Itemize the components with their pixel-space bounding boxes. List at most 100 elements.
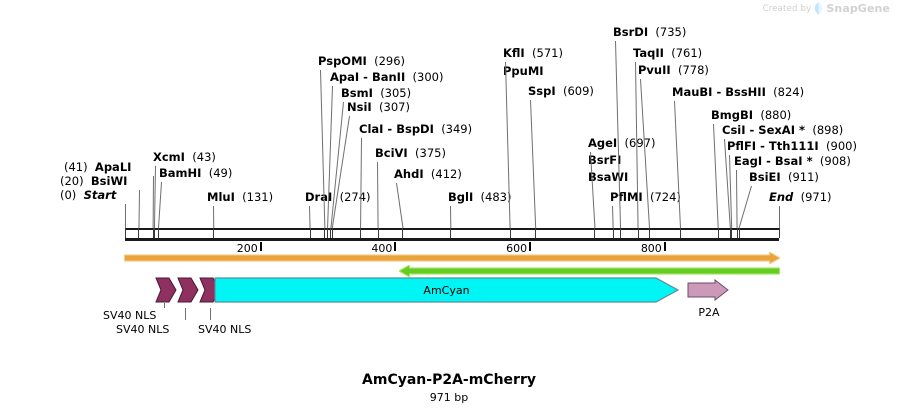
enzyme-label-taqii[interactable]: TaqII (761) xyxy=(633,47,702,59)
enzyme-position: (296) xyxy=(374,54,406,68)
enzyme-name: BciVI xyxy=(375,146,408,160)
cut-site-tick-csii xyxy=(729,228,731,238)
enzyme-name: TaqII xyxy=(633,46,664,60)
enzyme-label-mlui[interactable]: MluI (131) xyxy=(207,191,273,203)
enzyme-name: BmgBI xyxy=(711,108,754,122)
enzyme-name: BglI xyxy=(448,190,474,204)
enzyme-partner-name: SexAI xyxy=(758,123,795,137)
enzyme-label-maubi[interactable]: MauBI - BssHII (824) xyxy=(672,86,804,98)
enzyme-label-apai[interactable]: ApaI - BanII (300) xyxy=(330,71,443,83)
enzyme-label-ahdi[interactable]: AhdI (412) xyxy=(394,168,462,180)
enzyme-label-apali[interactable]: (41) ApaLI xyxy=(64,161,131,173)
enzyme-label-sspi[interactable]: SspI (609) xyxy=(528,85,594,97)
map-length-subtitle: 971 bp xyxy=(429,391,469,404)
ruler-tick-mark-600 xyxy=(529,242,532,251)
enzyme-label-bgli[interactable]: BglI (483) xyxy=(448,191,511,203)
enzyme-label-kfli[interactable]: KflI (571) xyxy=(503,47,563,59)
enzyme-position: (0) xyxy=(60,188,77,202)
cut-site-tick-start xyxy=(125,228,126,238)
enzyme-label-xcmi[interactable]: XcmI (43) xyxy=(153,151,216,163)
enzyme-label-ppumi[interactable]: PpuMI xyxy=(503,65,544,77)
enzyme-label-clai[interactable]: ClaI - BspDI (349) xyxy=(359,123,472,135)
enzyme-label-eagi[interactable]: EagI - BsaI * (908) xyxy=(734,155,851,167)
enzyme-partner-name: BssHII xyxy=(725,85,766,99)
enzyme-name: AhdI xyxy=(394,167,424,181)
enzyme-label-drai[interactable]: DraI (274) xyxy=(305,191,371,203)
enzyme-name: BsaWI xyxy=(588,170,629,184)
enzyme-position: (571) xyxy=(532,46,563,60)
cut-site-tick-apai xyxy=(327,228,329,238)
enzyme-label-bmgbi[interactable]: BmgBI (880) xyxy=(711,109,791,121)
cut-site-tick-nsii xyxy=(331,228,333,238)
enzyme-position: (724) xyxy=(650,190,681,204)
enzyme-position: (880) xyxy=(760,108,792,122)
enzyme-label-bsmi[interactable]: BsmI (305) xyxy=(341,87,411,99)
feature-label-sv40-nls-3: SV40 NLS xyxy=(198,323,252,336)
enzyme-label-start[interactable]: (0) Start xyxy=(60,189,116,201)
enzyme-position: (412) xyxy=(430,167,462,181)
enzyme-label-pvuii[interactable]: PvuII (778) xyxy=(638,64,709,76)
enzyme-name: PvuII xyxy=(638,63,671,77)
enzyme-label-bcivi[interactable]: BciVI (375) xyxy=(375,147,446,159)
cut-site-tick-bcivi xyxy=(377,228,379,238)
leader-line-sv40-nls-0 xyxy=(164,303,165,308)
enzyme-label-agei[interactable]: AgeI (697) xyxy=(588,137,655,149)
enzyme-label-nsii[interactable]: NsiI (307) xyxy=(347,101,410,113)
enzyme-label-csii[interactable]: CsiI - SexAI * (898) xyxy=(722,124,843,136)
enzyme-label-bsiwi[interactable]: (20) BsiWI xyxy=(60,175,127,187)
enzyme-name: PpuMI xyxy=(503,64,544,78)
enzyme-position: (824) xyxy=(773,85,805,99)
enzyme-name: MluI xyxy=(207,190,235,204)
cut-site-tick-taqii xyxy=(637,228,639,238)
enzyme-position: (761) xyxy=(671,46,703,60)
enzyme-partner-name: Tth111I xyxy=(768,139,819,153)
enzyme-label-bamhi[interactable]: BamHI (49) xyxy=(159,167,232,179)
snapgene-watermark: Created by SnapGene xyxy=(763,2,890,15)
cut-site-tick-drai xyxy=(309,228,311,238)
enzyme-partner-name: BspDI xyxy=(396,122,434,136)
enzyme-pair-dash: - xyxy=(359,70,372,84)
cut-site-tick-ppumi xyxy=(509,228,511,238)
enzyme-name: PflFI xyxy=(727,139,757,153)
cut-site-tick-apali xyxy=(152,228,154,238)
enzyme-name: End xyxy=(769,190,794,204)
enzyme-label-pspomi[interactable]: PspOMI (296) xyxy=(318,55,405,67)
cut-site-tick-bgli xyxy=(450,228,452,238)
enzyme-name: CsiI xyxy=(722,123,746,137)
cut-site-tick-clai xyxy=(360,228,362,238)
enzyme-position: (483) xyxy=(480,190,512,204)
enzyme-name: AgeI xyxy=(588,136,618,150)
ruler-tick-mark-800 xyxy=(663,242,666,251)
cut-site-tick-eagi xyxy=(736,228,738,238)
enzyme-position: (274) xyxy=(339,190,371,204)
ruler-tick-label-200: 200 xyxy=(236,242,258,255)
enzyme-label-bsrfi[interactable]: BsrFI xyxy=(588,154,621,166)
sequence-baseline xyxy=(125,238,779,241)
enzyme-label-end[interactable]: End (971) xyxy=(769,191,832,203)
enzyme-label-bsrdi[interactable]: BsrDI (735) xyxy=(613,26,686,38)
cut-site-tick-sspi xyxy=(535,228,537,238)
enzyme-position: (375) xyxy=(415,146,446,160)
enzyme-pair-dash: - xyxy=(745,123,759,137)
enzyme-label-pflmi[interactable]: PflMI (724) xyxy=(610,191,681,203)
cut-site-tick-bmgbi xyxy=(717,228,719,238)
enzyme-label-bsiei[interactable]: BsiEI (911) xyxy=(749,171,819,183)
enzyme-name: BsiWI xyxy=(90,174,128,188)
enzyme-label-bsawi[interactable]: BsaWI xyxy=(588,171,628,183)
ruler-tick-label-600: 600 xyxy=(506,242,528,255)
enzyme-label-pflfi[interactable]: PflFI - Tth111I (900) xyxy=(727,140,857,152)
enzyme-partner-name: BanII xyxy=(371,70,406,84)
enzyme-position: (911) xyxy=(788,170,819,184)
leader-line-sv40-nls-3 xyxy=(210,308,211,320)
enzyme-name: BsiEI xyxy=(749,170,781,184)
enzyme-position: (900) xyxy=(826,139,857,153)
leader-line-sv40-nls-2 xyxy=(185,308,186,320)
cut-site-tick-ahdi xyxy=(402,228,404,238)
enzyme-position: (971) xyxy=(800,190,832,204)
enzyme-name: KflI xyxy=(503,46,525,60)
map-title: AmCyan-P2A-mCherry xyxy=(362,372,536,388)
enzyme-name: ApaLI xyxy=(94,160,132,174)
enzyme-name: ClaI xyxy=(359,122,384,136)
enzyme-name: BsrFI xyxy=(588,153,622,167)
